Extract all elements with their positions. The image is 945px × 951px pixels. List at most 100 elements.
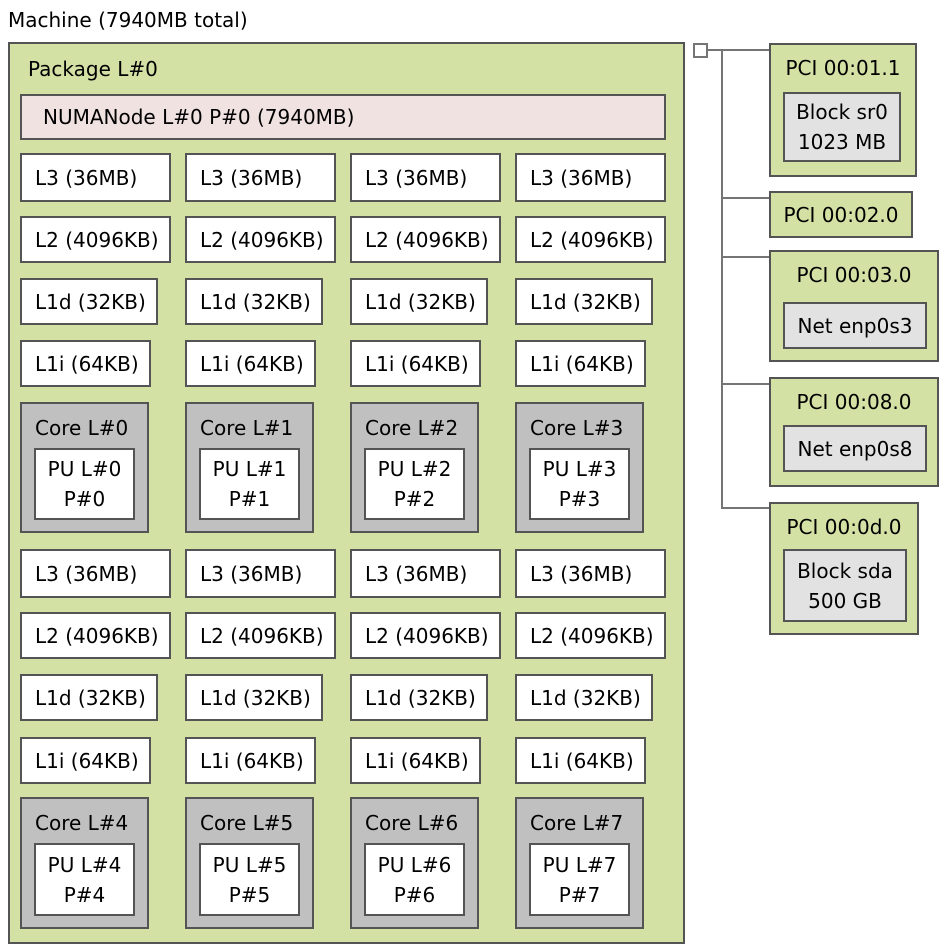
core-label: Core L#3 [530, 416, 624, 440]
l3-cache-label: L3 (36MB) [365, 165, 468, 190]
block-device-name: Block sr0 [796, 100, 888, 124]
pu-box: PU L#7 P#7 [529, 843, 630, 916]
l2-cache-box: L2 (4096KB) [515, 612, 666, 659]
pu-label-line1: PU L#3 [542, 457, 617, 481]
l3-cache-label: L3 (36MB) [365, 561, 468, 586]
core-label: Core L#4 [35, 811, 129, 835]
pu-box: PU L#4 P#4 [34, 843, 135, 916]
l1i-cache-box: L1i (64KB) [185, 340, 316, 387]
l3-cache-label: L3 (36MB) [200, 165, 303, 190]
pu-box: PU L#2 P#2 [364, 448, 465, 520]
l1i-cache-box: L1i (64KB) [515, 340, 646, 387]
l3-cache-box: L3 (36MB) [20, 549, 171, 598]
l1d-cache-label: L1d (32KB) [530, 289, 641, 314]
connector-line [721, 256, 769, 258]
l3-cache-label: L3 (36MB) [530, 561, 633, 586]
numanode-label: NUMANode L#0 P#0 (7940MB) [43, 105, 355, 129]
l2-cache-label: L2 (4096KB) [35, 623, 159, 648]
net-device-name: Net enp0s8 [797, 436, 913, 461]
block-device-box: Block sda 500 GB [783, 549, 907, 622]
pu-label-line2: P#6 [393, 882, 436, 907]
core-label: Core L#2 [365, 416, 459, 440]
l3-cache-box: L3 (36MB) [515, 549, 666, 598]
core-label: Core L#1 [200, 416, 294, 440]
l3-cache-box: L3 (36MB) [185, 549, 336, 598]
core-label: Core L#6 [365, 811, 459, 835]
l1d-cache-box: L1d (32KB) [515, 278, 653, 325]
pu-label-line2: P#3 [558, 487, 601, 511]
l1d-cache-label: L1d (32KB) [200, 685, 311, 710]
l2-cache-label: L2 (4096KB) [365, 623, 489, 648]
package-label: Package L#0 [28, 57, 158, 81]
l3-cache-label: L3 (36MB) [530, 165, 633, 190]
l3-cache-label: L3 (36MB) [35, 561, 138, 586]
l2-cache-label: L2 (4096KB) [530, 623, 654, 648]
pci-label: PCI 00:03.0 [796, 263, 912, 287]
l1i-cache-box: L1i (64KB) [515, 737, 646, 784]
l1i-cache-box: L1i (64KB) [20, 340, 151, 387]
l1d-cache-box: L1d (32KB) [20, 278, 158, 325]
l1i-cache-label: L1i (64KB) [530, 351, 634, 376]
block-device-size: 1023 MB [797, 130, 887, 154]
pu-box: PU L#0 P#0 [34, 448, 135, 520]
net-device-box: Net enp0s3 [783, 302, 927, 349]
pu-box: PU L#5 P#5 [199, 843, 300, 916]
l1i-cache-label: L1i (64KB) [200, 748, 304, 773]
l1d-cache-label: L1d (32KB) [35, 685, 146, 710]
block-device-box: Block sr0 1023 MB [783, 92, 901, 162]
l1i-cache-label: L1i (64KB) [35, 351, 139, 376]
l1i-cache-box: L1i (64KB) [20, 737, 151, 784]
l2-cache-box: L2 (4096KB) [350, 612, 501, 659]
l3-cache-box: L3 (36MB) [350, 549, 501, 598]
l1i-cache-label: L1i (64KB) [530, 748, 634, 773]
l1i-cache-box: L1i (64KB) [350, 737, 481, 784]
l2-cache-box: L2 (4096KB) [20, 612, 171, 659]
pu-label-line2: P#1 [228, 487, 271, 511]
l2-cache-label: L2 (4096KB) [200, 227, 324, 252]
l1d-cache-label: L1d (32KB) [35, 289, 146, 314]
l1i-cache-box: L1i (64KB) [185, 737, 316, 784]
pu-label-line1: PU L#4 [47, 852, 122, 877]
l2-cache-box: L2 (4096KB) [185, 216, 336, 263]
pu-label-line2: P#4 [63, 882, 106, 907]
l2-cache-label: L2 (4096KB) [200, 623, 324, 648]
l2-cache-label: L2 (4096KB) [365, 227, 489, 252]
pu-box: PU L#6 P#6 [364, 843, 465, 916]
l1i-cache-box: L1i (64KB) [350, 340, 481, 387]
pci-label: PCI 00:02.0 [783, 202, 899, 227]
l3-cache-box: L3 (36MB) [350, 153, 501, 202]
connector-line [721, 197, 769, 199]
l1d-cache-label: L1d (32KB) [530, 685, 641, 710]
block-device-size: 500 GB [808, 588, 882, 613]
connector-line [721, 507, 769, 509]
l1d-cache-box: L1d (32KB) [515, 674, 653, 721]
l3-cache-box: L3 (36MB) [20, 153, 171, 202]
pu-box: PU L#3 P#3 [529, 448, 630, 520]
l3-cache-box: L3 (36MB) [515, 153, 666, 202]
l2-cache-box: L2 (4096KB) [185, 612, 336, 659]
l1i-cache-label: L1i (64KB) [365, 351, 469, 376]
l1d-cache-label: L1d (32KB) [365, 289, 476, 314]
connector-line [721, 383, 769, 385]
pu-label-line2: P#0 [63, 487, 106, 511]
l1i-cache-label: L1i (64KB) [365, 748, 469, 773]
l3-cache-label: L3 (36MB) [200, 561, 303, 586]
l1d-cache-box: L1d (32KB) [350, 278, 488, 325]
l1i-cache-label: L1i (64KB) [200, 351, 304, 376]
net-device-name: Net enp0s3 [797, 313, 913, 338]
pu-label-line2: P#2 [393, 487, 436, 511]
l3-cache-label: L3 (36MB) [35, 165, 138, 190]
machine-title: Machine (7940MB total) [8, 8, 248, 32]
pci-box: PCI 00:02.0 [769, 191, 913, 238]
l2-cache-box: L2 (4096KB) [350, 216, 501, 263]
pu-label-line2: P#5 [228, 882, 271, 907]
pu-label-line1: PU L#0 [47, 457, 122, 481]
l1d-cache-label: L1d (32KB) [200, 289, 311, 314]
connector-trunk [721, 49, 723, 509]
core-label: Core L#0 [35, 416, 129, 440]
l3-cache-box: L3 (36MB) [185, 153, 336, 202]
numanode-box: NUMANode L#0 P#0 (7940MB) [20, 94, 666, 140]
pu-label-line1: PU L#7 [542, 852, 617, 877]
pci-label: PCI 00:0d.0 [786, 515, 902, 539]
